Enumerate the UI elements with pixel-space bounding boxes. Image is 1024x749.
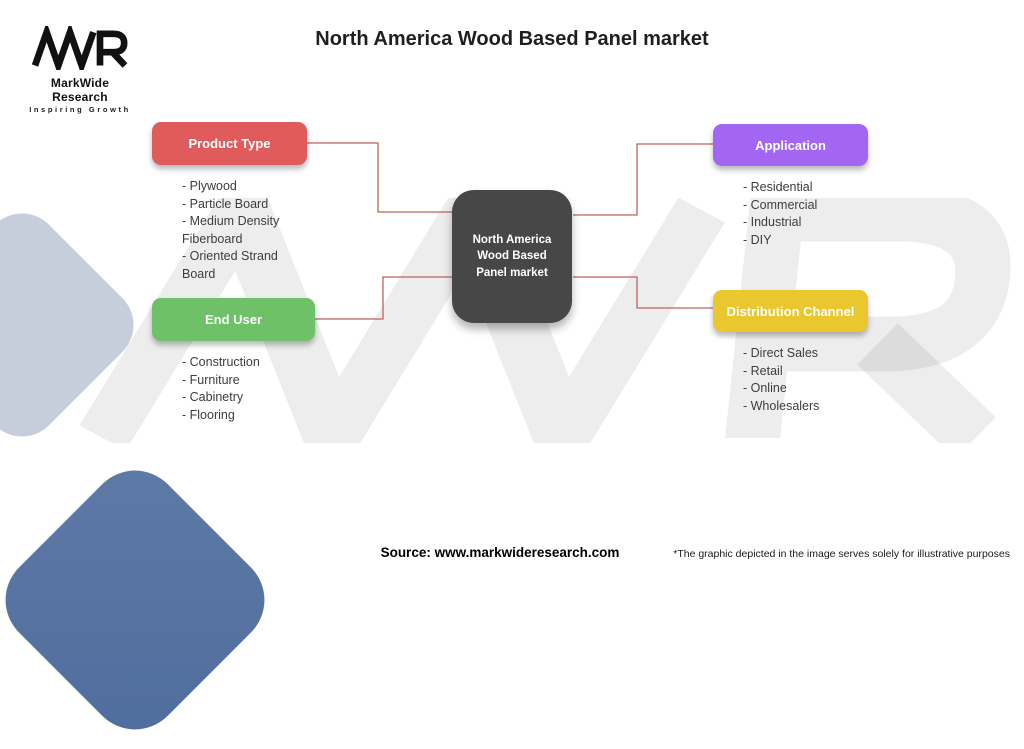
list-item: - Plywood xyxy=(182,179,237,193)
distribution-channel-section: Distribution Channel - Direct Sales - Ret… xyxy=(713,290,868,415)
source-text: Source: www.markwideresearch.com xyxy=(380,545,620,560)
connector-product-type xyxy=(307,142,452,213)
product-type-list: - Plywood - Particle Board - Medium Densit… xyxy=(182,178,307,283)
list-item: - Wholesalers xyxy=(743,398,820,413)
list-item: - DIY xyxy=(743,232,772,247)
mwr-watermark xyxy=(79,198,1011,443)
list-item: - Flooring xyxy=(182,407,235,422)
connector-end-user xyxy=(315,276,452,320)
connector-application xyxy=(573,143,713,216)
disclaimer-text: *The graphic depicted in the image serve… xyxy=(673,548,1010,560)
distribution-channel-box: Distribution Channel xyxy=(713,290,868,332)
application-section: Application - Residential - Commercial - I… xyxy=(713,124,868,249)
end-user-list: - Construction - Furniture - Cabinetry - Fl… xyxy=(182,354,315,424)
list-item: - Retail xyxy=(743,363,783,378)
connector-lines xyxy=(307,142,713,320)
list-item: - Commercial xyxy=(743,197,818,212)
logo-tagline: Inspiring Growth xyxy=(29,105,131,114)
markwide-research-logo: MarkWide Research Inspiring Growth xyxy=(25,22,135,114)
list-item: - Residential xyxy=(743,180,813,194)
list-item: - Medium Density Fiberboard xyxy=(182,214,280,246)
product-type-box: Product Type xyxy=(152,122,307,165)
list-item: - Direct Sales xyxy=(743,346,819,360)
connector-distribution-channel xyxy=(573,276,713,309)
distribution-channel-list: - Direct Sales - Retail - Online - Wholesal… xyxy=(743,345,868,415)
product-type-section: Product Type - Plywood- Particle Board- … xyxy=(152,122,307,283)
list-item: - Furniture xyxy=(182,372,240,387)
list-item: - Particle Board xyxy=(182,196,269,211)
end-user-section: End User - Construction - Furniture - Cabi… xyxy=(152,298,315,424)
end-user-box: End User xyxy=(152,298,315,341)
mwr-logo-icon xyxy=(31,22,128,76)
application-box: Application xyxy=(713,124,868,166)
center-market-node: North America Wood Based Panel market xyxy=(452,190,572,323)
logo-company-name: MarkWide Research xyxy=(50,76,110,104)
list-item: - Industrial xyxy=(743,215,802,229)
page-title: North America Wood Based Panel market xyxy=(315,28,709,50)
application-list: - Residential - Commercial - Industrial - D… xyxy=(743,179,868,249)
list-item: - Construction xyxy=(182,355,260,369)
list-item: - Cabinetry xyxy=(182,390,244,404)
list-item: - Online xyxy=(743,381,787,395)
list-item: - Oriented Strand Board xyxy=(182,249,278,281)
